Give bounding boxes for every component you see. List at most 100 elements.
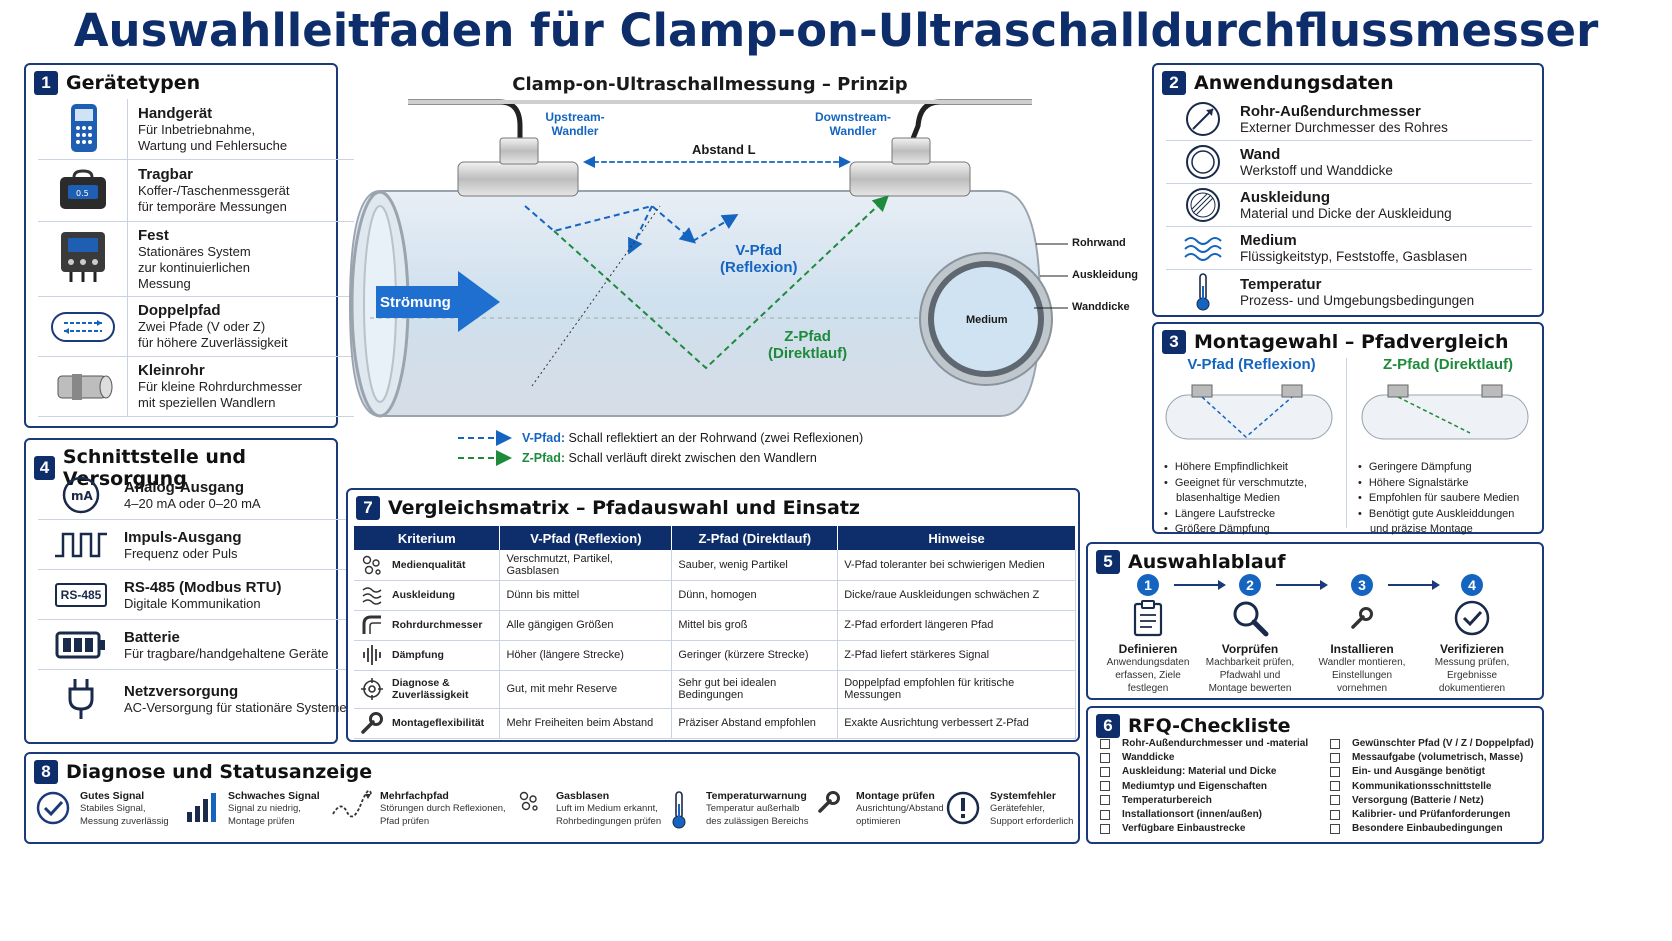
panel-number: 5 xyxy=(1096,550,1120,574)
zpath-label: Z-Pfad(Direktlauf) xyxy=(768,328,848,362)
interface-name: Impuls-Ausgang xyxy=(124,528,242,546)
device-name: Handgerät xyxy=(138,104,213,122)
z-path-title: Z-Pfad (Direktlauf) xyxy=(1382,356,1513,373)
medium-label: Medium xyxy=(966,314,1008,326)
criterion-wrap: Rohrdurchmesser xyxy=(360,614,493,636)
checklist-label: Verfügbare Einbaustrecke xyxy=(1122,823,1246,835)
rs485-icon: RS-485 xyxy=(54,582,108,607)
multipath-icon xyxy=(331,790,375,820)
fixed-unit-icon xyxy=(57,230,109,288)
checkbox[interactable] xyxy=(1100,823,1110,834)
checklist-item[interactable]: Mediumtyp und Eigenschaften xyxy=(1100,781,1267,792)
wrench-icon xyxy=(360,711,384,735)
checkbox[interactable] xyxy=(1330,781,1340,792)
arrow-head xyxy=(1218,580,1226,590)
checkbox[interactable] xyxy=(1330,823,1340,834)
checklist-label: Ein- und Ausgänge benötigt xyxy=(1352,766,1485,778)
checklist-item[interactable]: Verfügbare Einbaustrecke xyxy=(1100,823,1245,834)
bubbles-icon xyxy=(361,554,383,576)
checklist-label: Messaufgabe (volumetrisch, Masse) xyxy=(1352,752,1524,764)
interface-desc: Frequenz oder Puls xyxy=(124,545,238,561)
z-path-pipe-icon xyxy=(1361,384,1529,440)
application-icon-cell xyxy=(1166,272,1240,312)
diagnostic-icon-cell xyxy=(182,790,220,824)
interface-desc: Für tragbare/handgehaltene Geräte xyxy=(124,645,329,661)
panel-title: Vergleichsmatrix – Pfadauswahl und Einsa… xyxy=(388,497,860,519)
device-desc: Wartung und Fehlersuche xyxy=(138,137,288,153)
checklist-item[interactable]: Ein- und Ausgänge benötigt xyxy=(1330,766,1485,777)
small-pipe-icon xyxy=(50,370,116,404)
checkbox[interactable] xyxy=(1330,766,1340,777)
step-desc: Wandler montieren, xyxy=(1318,657,1406,668)
step-icon-cell xyxy=(1304,598,1420,638)
device-desc: für temporäre Messungen xyxy=(138,199,287,214)
checklist-item[interactable]: Gewünschter Pfad (V / Z / Doppelpfad) xyxy=(1330,738,1534,749)
checklist-item[interactable]: Kommunikationsschnittstelle xyxy=(1330,781,1491,792)
table-header: Z-Pfad (Direktlauf) xyxy=(671,526,839,550)
checkbox[interactable] xyxy=(1330,795,1340,806)
distance-label: Abstand L xyxy=(692,142,756,157)
diagnostic-name: Montage prüfen xyxy=(856,790,935,802)
step-desc: vornehmen xyxy=(1336,683,1388,694)
checklist-label: Mediumtyp und Eigenschaften xyxy=(1122,780,1268,792)
checklist-label: Temperaturbereich xyxy=(1122,794,1212,806)
checklist-item[interactable]: Wanddicke xyxy=(1100,752,1174,763)
legend-z: Z-Pfad: Schall verläuft direkt zwischen … xyxy=(522,451,817,465)
checkbox[interactable] xyxy=(1100,738,1110,749)
checkbox[interactable] xyxy=(1100,795,1110,806)
checkbox[interactable] xyxy=(1100,809,1110,820)
checklist-item[interactable]: Versorgung (Batterie / Netz) xyxy=(1330,795,1484,806)
application-name: Wand xyxy=(1240,146,1281,163)
diagnostic-desc: Stabiles Signal, xyxy=(80,803,146,814)
checklist-item[interactable]: Rohr-Außendurchmesser und -material xyxy=(1100,738,1308,749)
layers-icon xyxy=(361,585,383,605)
criterion-cell: Medienqualität xyxy=(354,550,501,581)
step-desc: Pfadwahl und xyxy=(1219,670,1281,681)
checklist-label: Rohr-Außendurchmesser und -material xyxy=(1122,738,1309,749)
checklist-label: Gewünschter Pfad (V / Z / Doppelpfad) xyxy=(1352,738,1534,749)
checklist-item[interactable]: Kalibrier- und Prüfanforderungen xyxy=(1330,809,1510,820)
panel-title: Diagnose und Statusanzeige xyxy=(66,761,373,783)
checkbox[interactable] xyxy=(1330,752,1340,763)
flow-arrow xyxy=(1276,580,1328,590)
checkbox[interactable] xyxy=(1100,752,1110,763)
checklist-item[interactable]: Messaufgabe (volumetrisch, Masse) xyxy=(1330,752,1523,763)
checkbox[interactable] xyxy=(1330,738,1340,749)
z-path-list-item: Empfohlen für saubere Medien xyxy=(1358,491,1538,507)
step-name: Installieren xyxy=(1330,642,1394,656)
checkbox[interactable] xyxy=(1330,809,1340,820)
handheld-icon xyxy=(63,102,103,156)
step-number: 4 xyxy=(1461,574,1483,596)
diagnostic-name: Gutes Signal xyxy=(80,790,145,802)
checklist-label: Auskleidung: Material und Dicke xyxy=(1122,766,1277,778)
checkbox[interactable] xyxy=(1100,781,1110,792)
criterion-cell: Montageflexibilität xyxy=(354,708,501,739)
flow-arrow xyxy=(1388,580,1440,590)
step-desc: Messung prüfen, xyxy=(1434,657,1510,668)
checklist-item[interactable]: Installationsort (innen/außen) xyxy=(1100,809,1262,820)
checklist-item[interactable]: Auskleidung: Material und Dicke xyxy=(1100,766,1276,777)
table-header: V-Pfad (Reflexion) xyxy=(499,526,673,550)
wall-icon xyxy=(1184,143,1222,181)
v-path-list-item: Größere Dämpfung xyxy=(1164,522,1339,538)
checklist-item[interactable]: Besondere Einbaubedingungen xyxy=(1330,823,1503,834)
panel-title: Auswahlablauf xyxy=(1128,551,1286,573)
step-number: 1 xyxy=(1137,574,1159,596)
arrow-head xyxy=(1432,580,1440,590)
step-desc: erfassen, Ziele xyxy=(1115,670,1181,681)
interface-name: Analog-Ausgang xyxy=(124,478,244,496)
interface-icon-cell: RS-485 xyxy=(38,582,124,607)
checklist-item[interactable]: Temperaturbereich xyxy=(1100,795,1212,806)
checkbox[interactable] xyxy=(1100,766,1110,777)
application-icon-cell xyxy=(1166,233,1240,263)
device-desc: Stationäres System xyxy=(138,243,251,259)
